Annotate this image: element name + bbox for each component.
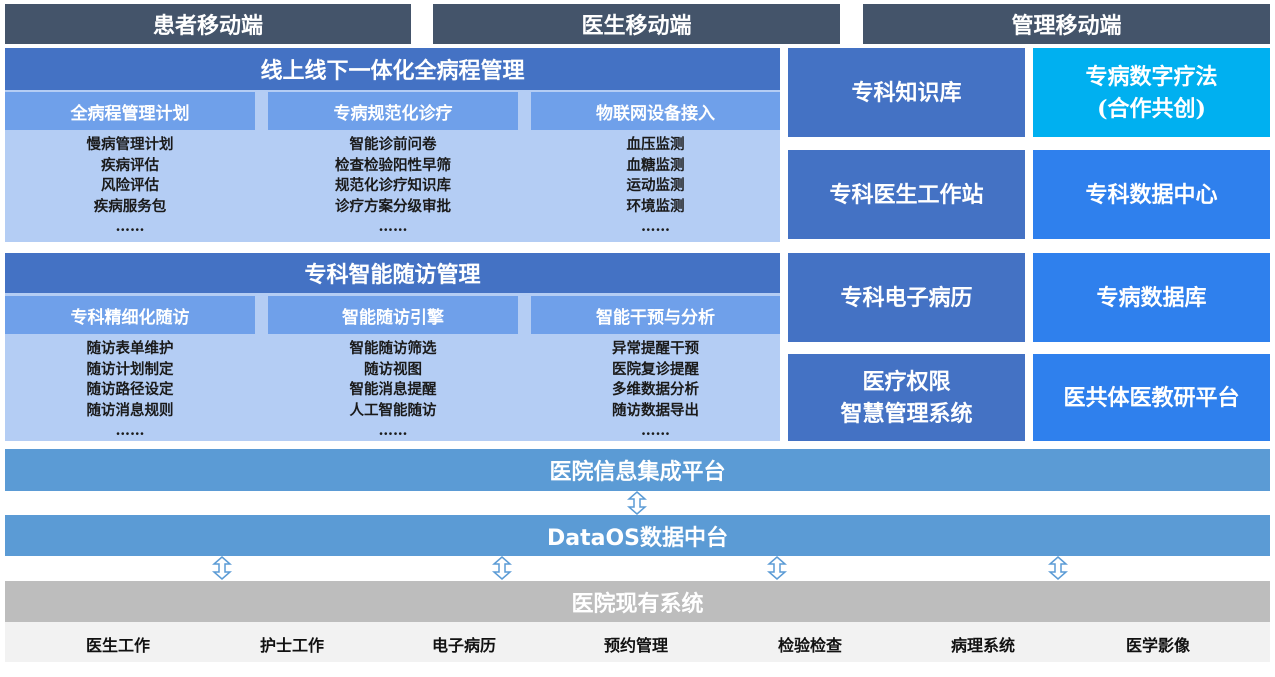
permission-system-line2: 智慧管理系统 — [840, 400, 973, 427]
section2-col1-list: 随访表单维护 随访计划制定 随访路径设定 随访消息规则 …… — [5, 339, 255, 442]
specialty-emr: 专科电子病历 — [788, 253, 1025, 342]
list-item: 慢病管理计划 — [86, 136, 174, 153]
list-item: …… — [378, 218, 408, 235]
doctor-mobile-label: 医生移动端 — [581, 13, 692, 39]
list-item: 随访消息规则 — [86, 401, 174, 419]
list-item: …… — [115, 422, 145, 439]
section2-col2-header-label: 智能随访引擎 — [342, 307, 444, 328]
research-platform: 医共体医教研平台 — [1033, 354, 1270, 441]
list-item: …… — [641, 422, 670, 439]
section2-title-label: 专科智能随访管理 — [304, 262, 481, 288]
list-item: 检查检验阳性早筛 — [335, 156, 451, 174]
specialty-data-center-label: 专科数据中心 — [1085, 181, 1218, 208]
system-nurse-work: 护士工作 — [259, 636, 324, 655]
permission-system-line1: 医疗权限 — [862, 368, 951, 395]
section1-title: 线上线下一体化全病程管理 — [5, 48, 780, 90]
digital-therapy-label: 专病数字疗法 — [1085, 63, 1218, 90]
list-item: 随访视图 — [364, 360, 422, 378]
list-item: …… — [115, 218, 145, 235]
list-item: 随访路径设定 — [86, 381, 174, 398]
section2-col3-list: 异常提醒干预 医院复诊提醒 多维数据分析 随访数据导出 …… — [531, 339, 780, 442]
section2-col1-header: 专科精细化随访 — [5, 296, 255, 334]
list-item: 疾病评估 — [101, 156, 159, 174]
list-item: …… — [641, 218, 670, 235]
list-item: 风险评估 — [101, 177, 159, 194]
section2-col3-header: 智能干预与分析 — [531, 296, 780, 334]
doctor-mobile-block: 医生移动端 — [433, 4, 840, 44]
list-item: 疾病服务包 — [93, 197, 167, 215]
digital-therapy-module: 专病数字疗法 (合作共创) — [1033, 48, 1270, 137]
data-platform-label: DataOS数据中台 — [546, 525, 729, 551]
section1-col3-list: 血压监测 血糖监测 运动监测 环境监测 …… — [531, 135, 780, 238]
system-pathology: 病理系统 — [950, 636, 1015, 655]
admin-mobile-label: 管理移动端 — [1011, 13, 1122, 39]
existing-systems-title: 医院现有系统 — [571, 590, 704, 617]
list-item: 随访表单维护 — [86, 340, 174, 357]
section2-col3-header-label: 智能干预与分析 — [596, 307, 715, 328]
integration-platform-band: 医院信息集成平台 — [5, 449, 1270, 491]
list-item: 运动监测 — [626, 177, 685, 194]
system-doctor-work: 医生工作 — [85, 636, 150, 655]
specialty-knowledge-base-label: 专科知识库 — [851, 79, 962, 106]
integration-platform-label: 医院信息集成平台 — [549, 459, 726, 485]
double-arrow-icon — [767, 556, 787, 580]
specialty-workstation: 专科医生工作站 — [788, 150, 1025, 239]
section1-col1-header: 全病程管理计划 — [5, 92, 255, 130]
section2-col2-header: 智能随访引擎 — [268, 296, 518, 334]
double-arrow-icon — [492, 556, 512, 580]
system-lab-exam: 检验检查 — [777, 636, 842, 655]
list-item: 多维数据分析 — [612, 381, 699, 398]
section1-col3-header: 物联网设备接入 — [531, 92, 780, 130]
system-imaging: 医学影像 — [1125, 636, 1190, 655]
double-arrow-icon — [1048, 556, 1068, 580]
list-item: 诊疗方案分级审批 — [335, 197, 451, 215]
research-platform-label: 医共体医教研平台 — [1063, 384, 1240, 411]
specialty-knowledge-base: 专科知识库 — [788, 48, 1025, 137]
list-item: 智能消息提醒 — [349, 381, 437, 398]
section1-col2-list: 智能诊前问卷 检查检验阳性早筛 规范化诊疗知识库 诊疗方案分级审批 …… — [268, 135, 518, 238]
permission-management-system: 医疗权限 智慧管理系统 — [788, 354, 1025, 441]
digital-therapy-subtitle: (合作共创) — [1097, 95, 1206, 122]
specialty-emr-label: 专科电子病历 — [840, 284, 973, 311]
disease-database: 专病数据库 — [1033, 253, 1270, 342]
list-item: 智能随访筛选 — [349, 340, 437, 357]
section2-col1-header-label: 专科精细化随访 — [70, 307, 190, 328]
system-emr: 电子病历 — [431, 636, 496, 655]
section2-col2-list: 智能随访筛选 随访视图 智能消息提醒 人工智能随访 …… — [268, 339, 518, 442]
list-item: 医院复诊提醒 — [612, 360, 699, 378]
section1-col1-list: 慢病管理计划 疾病评估 风险评估 疾病服务包 …… — [5, 135, 255, 238]
system-appointment: 预约管理 — [603, 636, 668, 655]
existing-systems-strip — [5, 622, 1270, 662]
section1-title-label: 线上线下一体化全病程管理 — [260, 58, 525, 84]
list-item: 随访数据导出 — [612, 401, 699, 419]
double-arrow-icon — [212, 556, 232, 580]
patient-mobile-label: 患者移动端 — [152, 13, 263, 39]
section1-col3-header-label: 物联网设备接入 — [596, 103, 715, 124]
patient-mobile-block: 患者移动端 — [5, 4, 411, 44]
section1-col1-header-label: 全病程管理计划 — [70, 103, 190, 124]
list-item: …… — [378, 422, 408, 439]
data-platform-band: DataOS数据中台 — [5, 515, 1270, 556]
list-item: 环境监测 — [626, 197, 685, 215]
list-item: 血压监测 — [626, 136, 685, 153]
list-item: 规范化诊疗知识库 — [335, 177, 451, 194]
section2-title: 专科智能随访管理 — [5, 253, 780, 293]
specialty-workstation-label: 专科医生工作站 — [829, 181, 984, 208]
section1-col2-header: 专病规范化诊疗 — [268, 92, 518, 130]
existing-systems-band: 医院现有系统 — [5, 581, 1270, 622]
list-item: 随访计划制定 — [86, 360, 174, 378]
admin-mobile-block: 管理移动端 — [863, 4, 1270, 44]
list-item: 血糖监测 — [626, 156, 685, 174]
list-item: 异常提醒干预 — [612, 340, 699, 357]
disease-database-label: 专病数据库 — [1096, 284, 1207, 311]
list-item: 智能诊前问卷 — [349, 136, 437, 153]
double-arrow-icon — [627, 491, 647, 515]
list-item: 人工智能随访 — [349, 401, 437, 419]
specialty-data-center: 专科数据中心 — [1033, 150, 1270, 239]
section1-col2-header-label: 专病规范化诊疗 — [333, 103, 453, 124]
